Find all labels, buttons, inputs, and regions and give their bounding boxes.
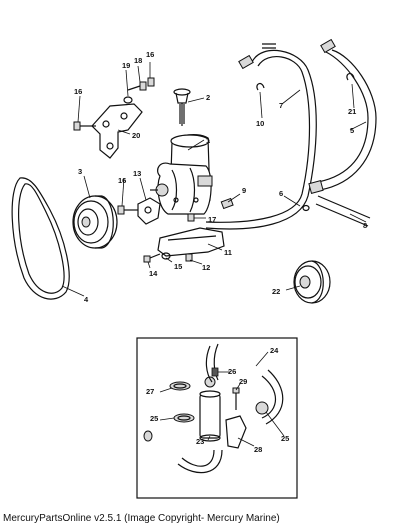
callout-17: 17 [208, 215, 216, 224]
callout-11: 11 [224, 248, 232, 257]
callout-14: 14 [149, 269, 158, 278]
callout-3: 3 [78, 167, 82, 176]
callout-16-left: 16 [74, 87, 82, 96]
callout-12: 12 [202, 263, 210, 272]
bolt-18[interactable] [127, 81, 147, 91]
hose-lower-inset[interactable] [177, 449, 223, 474]
brace-11[interactable] [157, 227, 225, 257]
inset-cooler-box [136, 337, 298, 499]
callout-10: 10 [256, 119, 264, 128]
bolt-16-left[interactable] [73, 121, 96, 131]
callout-9: 9 [242, 186, 246, 195]
hose-7[interactable] [205, 43, 317, 230]
hose-24[interactable] [205, 343, 284, 425]
callout-4: 4 [84, 295, 89, 304]
callout-27: 27 [146, 387, 154, 396]
callout-7: 7 [279, 101, 283, 110]
clamp-small-inset[interactable] [143, 430, 153, 442]
drive-belt[interactable] [11, 177, 70, 300]
callout-25-left: 25 [150, 414, 158, 423]
callout-24: 24 [270, 346, 279, 355]
callout-15: 15 [174, 262, 182, 271]
callout-5: 5 [350, 126, 354, 135]
callout-26: 26 [228, 367, 236, 376]
clamp-25-left[interactable] [173, 413, 195, 423]
pulley-22[interactable] [293, 260, 331, 304]
nut-12[interactable] [185, 253, 193, 262]
callout-21: 21 [348, 107, 356, 116]
callout-20: 20 [132, 131, 140, 140]
bolt-16-mid[interactable] [117, 205, 138, 215]
callout-13: 13 [133, 169, 141, 178]
clamp-27[interactable] [169, 381, 191, 391]
fluid-cooler[interactable] [199, 376, 221, 442]
clamp-10[interactable] [256, 82, 265, 91]
hose-5[interactable] [308, 38, 377, 194]
copyright-footer: MercuryPartsOnline v2.5.1 (Image Copyrig… [3, 513, 280, 524]
callout-18: 18 [134, 56, 142, 65]
callout-labels: 1 2 3 4 5 6 7 8 9 10 11 12 13 14 15 16 1… [74, 50, 367, 454]
clamp-21[interactable] [346, 72, 355, 81]
mounting-bracket-upper[interactable] [91, 103, 143, 159]
callout-16-mid: 16 [118, 176, 126, 185]
callout-8: 8 [363, 221, 367, 230]
washer-19[interactable] [123, 96, 133, 104]
power-steering-pump[interactable] [150, 134, 213, 215]
pump-pulley[interactable] [72, 195, 118, 249]
bracket-13[interactable] [137, 197, 161, 225]
callout-6: 6 [279, 189, 283, 198]
callout-28: 28 [254, 445, 262, 454]
bolt-16-top[interactable] [147, 77, 155, 87]
washer-6[interactable] [302, 204, 310, 212]
washer-15[interactable] [161, 252, 171, 260]
bolt-29[interactable] [232, 387, 240, 410]
callout-25-right: 25 [281, 434, 289, 443]
clamp-25-right[interactable] [255, 401, 269, 415]
fitting-26[interactable] [211, 367, 219, 377]
leader-lines [61, 62, 367, 447]
callout-29: 29 [239, 377, 247, 386]
callout-19: 19 [122, 61, 130, 70]
callout-22: 22 [272, 287, 280, 296]
filler-cap[interactable] [173, 88, 191, 126]
callout-23: 23 [196, 437, 204, 446]
bracket-28[interactable] [225, 415, 247, 449]
bolt-14[interactable] [143, 253, 161, 263]
bolt-17[interactable] [187, 213, 195, 222]
callout-2: 2 [206, 93, 210, 102]
callout-1: 1 [206, 136, 210, 145]
hose-8[interactable] [315, 195, 371, 227]
callout-16-top: 16 [146, 50, 154, 59]
